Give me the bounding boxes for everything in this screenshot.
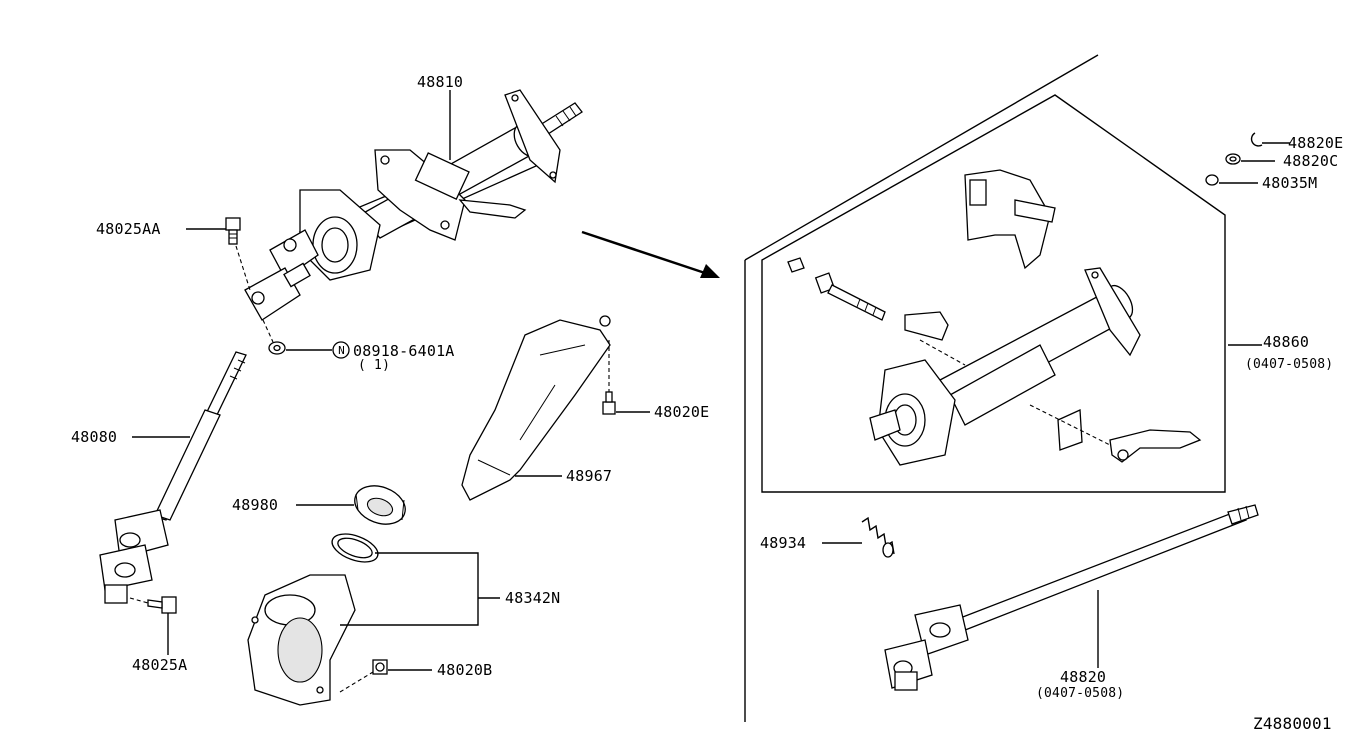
- n-marker-circle: [332, 341, 350, 359]
- label-48967: 48967: [566, 467, 613, 485]
- label-48820-range: (0407-0508): [1036, 686, 1125, 701]
- guide-48020B: [339, 671, 374, 693]
- column-48860: [787, 169, 1202, 466]
- nut-08918-6401A: [268, 341, 286, 355]
- washer-48820C: [1225, 153, 1241, 165]
- label-48860: 48860: [1263, 333, 1310, 351]
- guide-48025A: [129, 597, 149, 604]
- washer-48035M: [1205, 174, 1219, 186]
- label-48080: 48080: [71, 428, 118, 446]
- clip-48820E: [1250, 132, 1263, 147]
- label-48820E: 48820E: [1288, 134, 1344, 152]
- label-48020E: 48020E: [654, 403, 710, 421]
- label-08918-qty: ( 1): [358, 358, 391, 373]
- right-panel-frame: [744, 54, 1099, 722]
- shaft-48080: [99, 351, 247, 604]
- guide-nut: [262, 319, 274, 343]
- boot-48342N: [247, 533, 379, 706]
- n-marker: N: [338, 344, 345, 357]
- label-48820C: 48820C: [1283, 152, 1339, 170]
- label-48025A: 48025A: [132, 656, 188, 674]
- seal-48980: [354, 485, 406, 525]
- nut-48020B: [372, 659, 388, 675]
- label-48342N: 48342N: [505, 589, 561, 607]
- label-48035M: 48035M: [1262, 174, 1318, 192]
- label-08918-6401A: 08918-6401A: [353, 342, 455, 360]
- figure-id: Z4880001: [1253, 714, 1332, 733]
- guide-48025AA: [235, 245, 251, 291]
- direction-arrow: [581, 230, 720, 278]
- inset-box-48860: [761, 94, 1226, 493]
- steering-column-48810: [244, 89, 583, 321]
- label-48860-range: (0407-0508): [1245, 357, 1334, 372]
- screw-48020E: [602, 391, 616, 415]
- label-48025AA: 48025AA: [96, 220, 161, 238]
- bracket-48342N: [340, 552, 479, 626]
- cover-48967: [461, 315, 611, 501]
- label-48934: 48934: [760, 534, 807, 552]
- bolt-48025A: [147, 596, 177, 614]
- bolt-48025AA: [225, 217, 241, 245]
- label-48810: 48810: [417, 73, 464, 91]
- shaft-48820: [884, 504, 1259, 691]
- label-48980: 48980: [232, 496, 279, 514]
- label-48020B: 48020B: [437, 661, 493, 679]
- label-48820: 48820: [1060, 668, 1107, 686]
- spring-48934: [861, 516, 895, 558]
